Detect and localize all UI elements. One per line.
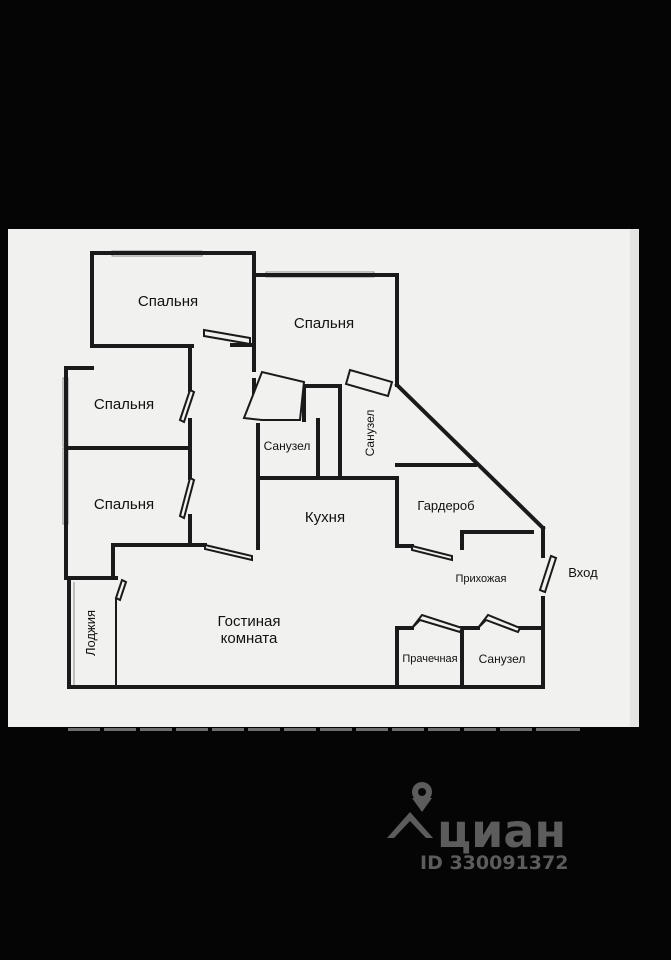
watermark-brand: циан <box>437 804 566 858</box>
label-bathroom-2: Санузел <box>363 410 377 457</box>
door-living <box>204 543 253 562</box>
door-bedroom-top <box>203 328 251 346</box>
door-bath-1 <box>242 370 306 421</box>
door-wardrobe <box>411 544 453 562</box>
door-laundry <box>411 613 464 634</box>
watermark-listing-id: ID 330091372 <box>420 852 568 874</box>
door-bedroom-left-1 <box>178 388 196 424</box>
door-bath-2 <box>344 368 394 398</box>
walls <box>64 251 546 689</box>
label-living-room-line2: комната <box>221 630 278 647</box>
label-bathroom-1: Санузел <box>264 439 311 453</box>
ruler-strip <box>68 728 580 731</box>
label-bedroom-1: Спальня <box>138 293 198 310</box>
label-wardrobe: Гардероб <box>417 498 474 513</box>
door-bedroom-left-2 <box>178 476 196 520</box>
label-living-room-line1: Гостиная <box>218 613 281 630</box>
door-entrance <box>538 554 558 594</box>
label-loggia: Лоджия <box>83 610 98 656</box>
label-bathroom-3: Санузел <box>479 652 526 666</box>
watermark: циан ID 330091372 <box>387 782 568 874</box>
map-pin-house-icon <box>387 782 433 838</box>
door-bath-3 <box>477 613 522 634</box>
label-laundry: Прачечная <box>402 653 457 665</box>
door-loggia <box>114 578 128 602</box>
paper-shadow-right <box>630 229 639 727</box>
room-labels: Спальня Спальня Спальня Спальня Санузел … <box>83 293 598 666</box>
label-bedroom-3: Спальня <box>94 396 154 413</box>
label-entrance: Вход <box>568 565 598 580</box>
doors <box>114 328 558 634</box>
label-hallway: Прихожая <box>456 573 507 585</box>
label-bedroom-2: Спальня <box>294 315 354 332</box>
label-kitchen: Кухня <box>305 509 345 526</box>
label-bedroom-4: Спальня <box>94 496 154 513</box>
